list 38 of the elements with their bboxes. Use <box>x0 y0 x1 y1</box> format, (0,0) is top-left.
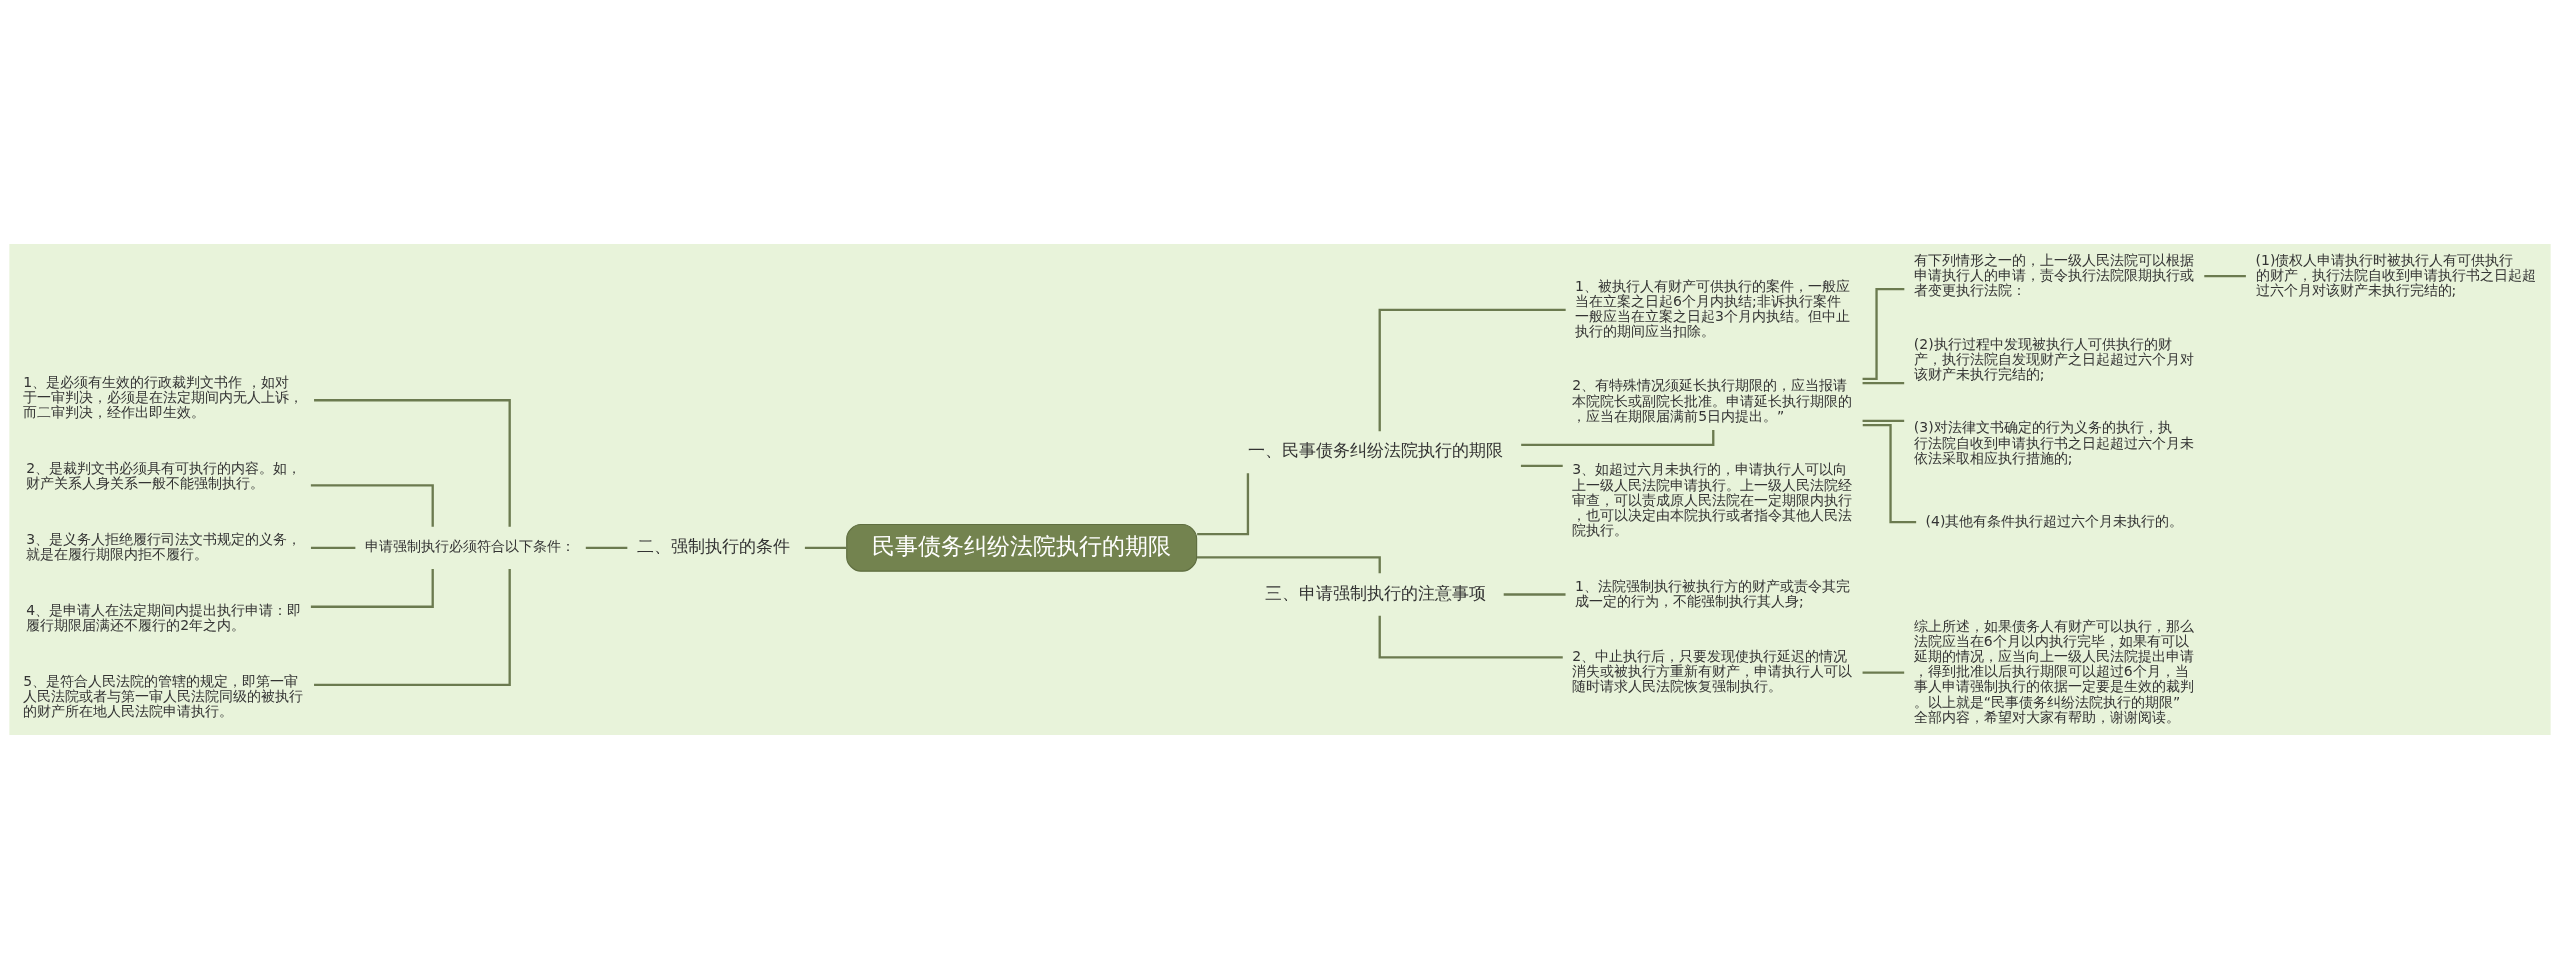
connector <box>2204 274 2246 278</box>
connector <box>310 569 434 608</box>
node-text: (1)债权人申请执行时被执行人有可供执行的财产，执行法院自收到申请执行书之日起超过六个月对该财产未执行完结的; <box>2255 251 2536 298</box>
connector <box>1862 382 1905 385</box>
node-text: (2)执行过程中发现被执行人可供执行的财产，执行法院自发现财产之日起超过六个月对该财产未执行完结的; <box>1913 335 2194 382</box>
connector <box>310 546 356 549</box>
node-text: 有下列情形之一的，上一级人民法院可以根据申请执行人的申请，责令执行法院限期执行或者变更执行法院： <box>1913 251 2194 298</box>
connector <box>1197 473 1250 536</box>
connector <box>1520 464 1563 468</box>
node-text: 2、是裁判文书必须具有可执行的内容。如，财产关系人身关系一般不能强制执行。 <box>26 459 302 491</box>
node-text: 1、是必须有生效的行政裁判文书作 ，如对于一审判决，必须是在法定期间内无人上诉，而二审判决，经作出即生效。 <box>23 373 304 421</box>
node-text: 综上所述，如果债务人有财产可以执行，那么法院应当在6个月以内执行完毕，如果有可以延期的情况，应当向上一级人民法院提出申请，得到批准以后执行期限可以超过6个月，当事人申请强制执行的依据一定要是生效的裁判。以上就是“民事债务纠纷法院执行的期限”全部内容，希望对大家有帮助，谢谢阅读。 <box>1913 617 2194 725</box>
node-text: 二、强制执行的条件 <box>636 535 790 556</box>
node-text: 一、民事债务纠纷法院执行的期限 <box>1247 440 1503 461</box>
connector <box>585 546 628 549</box>
connector <box>1862 419 1905 423</box>
connector <box>804 546 847 549</box>
node-text: 5、是符合人民法院的管辖的规定，即第一审人民法院或者与第一审人民法院同级的被执行的财产所在地人民法院申请执行。 <box>23 672 304 719</box>
node-box: 民事债务纠纷法院执行的期限 <box>846 523 1198 572</box>
node-text: 2、中止执行后，只要发现使执行延迟的情况消失或被执行方重新有财产，申请执行人可以随时请求人民法院恢复强制执行。 <box>1572 648 1853 695</box>
connector <box>1197 556 1381 574</box>
connector <box>310 484 434 527</box>
node-text: (3)对法律文书确定的行为义务的执行，执行法院自收到申请执行书之日起超过六个月未依法采取相应执行措施的; <box>1913 419 2194 466</box>
connector <box>1378 308 1566 432</box>
connector <box>1378 615 1563 659</box>
node-text: 申请强制执行必须符合以下条件： <box>365 538 576 555</box>
node-text: 2、有特殊情况须延长执行期限的，应当报请本院院长或副院长批准。申请延长执行期限的，应当在期限届满前5日内提出。” <box>1572 377 1853 424</box>
node-text: 三、申请强制执行的注意事项 <box>1265 582 1487 603</box>
connector <box>314 568 511 686</box>
connector <box>1862 671 1905 674</box>
node-text: 1、法院强制执行被执行方的财产或责令其完成一定的行为，不能强制执行其人身; <box>1575 577 1850 609</box>
node-text: 4、是申请人在法定期间内提出执行申请：即履行期限届满还不履行的2年之内。 <box>26 601 302 634</box>
connector <box>1503 593 1566 596</box>
node-text: 1、被执行人有财产可供执行的案件，一般应当在立案之日起6个月内执结;非诉执行案件一般应当在立案之日起3个月内执结。但中止执行的期间应当扣除。 <box>1575 277 1850 340</box>
node-text: 3、是义务人拒绝履行司法文书规定的义务，就是在履行期限内拒不履行。 <box>26 530 302 563</box>
node-text: 3、如超过六月未执行的，申请执行人可以向上一级人民法院申请执行。上一级人民法院经审查，可以责成原人民法院在一定期限内执行，也可以决定由本院执行或者指令其他人民法院执行。 <box>1572 461 1853 539</box>
connector <box>314 399 511 527</box>
node-text: (4)其他有条件执行超过六个月未执行的。 <box>1925 512 2184 529</box>
